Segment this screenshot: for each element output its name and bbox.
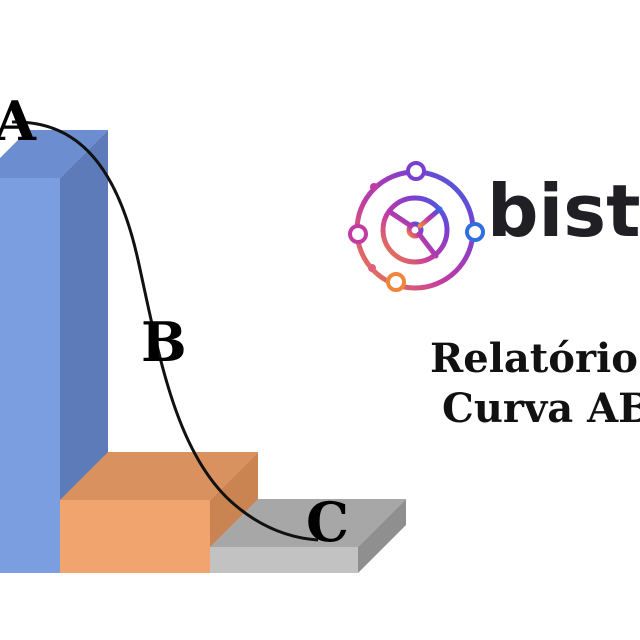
bar-b-front	[60, 500, 210, 573]
label-c: C	[306, 490, 349, 554]
bar-b-top	[60, 452, 258, 500]
report-title-line2: Curva AB	[442, 385, 640, 432]
bar-c-front	[210, 547, 358, 573]
bistro-logo-icon	[348, 161, 485, 292]
label-a: A	[0, 89, 37, 153]
label-b: B	[141, 310, 187, 374]
bar-c	[210, 499, 406, 573]
bar-c-top	[210, 499, 406, 547]
bar-a-front	[0, 178, 60, 573]
abc-curve	[11, 120, 319, 542]
bar-a-top	[0, 130, 108, 178]
report-title-line1: Relatório	[430, 335, 638, 382]
brand-wordmark: bist	[487, 169, 640, 253]
bar-a	[0, 130, 108, 573]
bar-c-side	[358, 499, 406, 573]
bar-a-side	[60, 130, 108, 548]
